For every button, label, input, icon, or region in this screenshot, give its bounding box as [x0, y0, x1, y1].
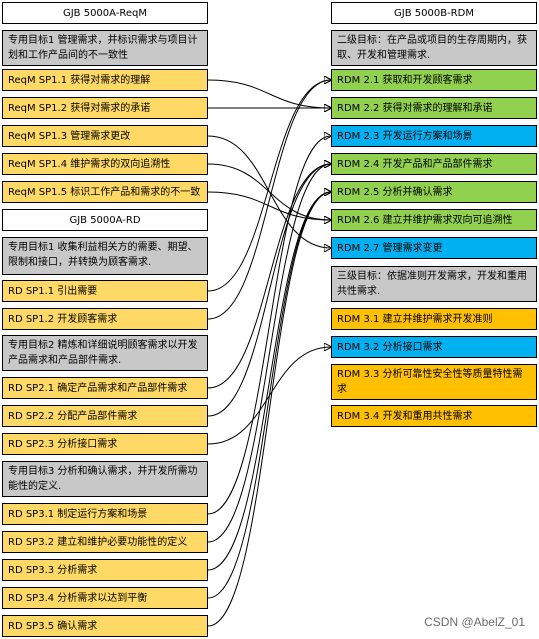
rd-sp32: RD SP3.2 建立和维护必要功能性的定义	[2, 531, 208, 553]
reqm-sp15: ReqM SP1.5 标识工作产品和需求的不一致	[2, 181, 208, 203]
rdm-21: RDM 2.1 获取和开发顾客需求	[331, 69, 537, 91]
reqm-sp11: ReqM SP1.1 获得对需求的理解	[2, 69, 208, 91]
rdm-33: RDM 3.3 分析可靠性安全性等质量特性需求	[331, 364, 537, 400]
header-rd: GJB 5000A-RD	[2, 209, 208, 231]
rd-sp23: RD SP2.3 分析接口需求	[2, 433, 208, 455]
connector-group	[207, 79, 331, 627]
rdm-32: RDM 3.2 分析接口需求	[331, 336, 537, 358]
connector-reqm-sp15-to-rdm-26	[207, 191, 331, 220]
connector-rd-sp32-to-rdm-24	[207, 164, 331, 543]
rdm-24: RDM 2.4 开发产品和产品部件需求	[331, 153, 537, 175]
connector-rd-sp22-to-rdm-24	[207, 164, 331, 417]
rdm-31: RDM 3.1 建立并维护需求开发准则	[331, 308, 537, 330]
header-reqm: GJB 5000A-ReqM	[2, 2, 208, 24]
reqm-sp12: ReqM SP1.2 获得对需求的承诺	[2, 97, 208, 119]
rd-sp31: RD SP3.1 制定运行方案和场景	[2, 503, 208, 525]
rdm-level3-goal: 三级目标：依据准则开发需求，开发和重用共性需求.	[331, 266, 537, 302]
connector-rd-sp34-to-rdm-25	[207, 192, 331, 599]
reqm-goal1: 专用目标1 管理需求，并标识需求与项目计划和工作产品间的不一致性	[2, 30, 208, 66]
rd-sp33: RD SP3.3 分析需求	[2, 559, 208, 581]
connector-reqm-sp11-to-rdm-22	[207, 79, 331, 108]
rd-sp21: RD SP2.1 确定产品需求和产品部件需求	[2, 377, 208, 399]
rd-sp12: RD SP1.2 开发顾客需求	[2, 308, 208, 330]
header-rdm: GJB 5000B-RDM	[331, 2, 537, 24]
connector-rd-sp35-to-rdm-25	[207, 192, 331, 627]
rdm-22: RDM 2.2 获得对需求的理解和承诺	[331, 97, 537, 119]
connector-reqm-sp14-to-rdm-26	[207, 163, 331, 220]
rd-goal1: 专用目标1 收集利益相关方的需要、期望、限制和接口，并转换为顾客需求.	[2, 237, 208, 275]
connector-rd-sp21-to-rdm-24	[207, 164, 331, 389]
reqm-sp13: ReqM SP1.3 管理需求更改	[2, 125, 208, 147]
header-reqm-label: GJB 5000A-ReqM	[62, 7, 148, 19]
rd-goal3: 专用目标3 分析和确认需求，并开发所需功能性的定义.	[2, 461, 208, 497]
rdm-26: RDM 2.6 建立并维护需求双向可追溯性	[331, 209, 537, 231]
rdm-34: RDM 3.4 开发和重用共性需求	[331, 405, 537, 427]
connector-rd-sp12-to-rdm-21	[207, 80, 331, 320]
connector-rd-sp31-to-rdm-23	[207, 136, 331, 515]
rd-sp22: RD SP2.2 分配产品部件需求	[2, 405, 208, 427]
rd-sp34: RD SP3.4 分析需求以达到平衡	[2, 587, 208, 609]
rdm-23: RDM 2.3 开发运行方案和场景	[331, 125, 537, 147]
watermark: CSDN @AbelZ_01	[424, 615, 525, 629]
rdm-level2-goal: 二级目标：在产品或项目的生存周期内，获取、开发和管理需求.	[331, 30, 537, 66]
reqm-sp14: ReqM SP1.4 维护需求的双向追溯性	[2, 153, 208, 175]
connector-rd-sp11-to-rdm-21	[207, 80, 331, 292]
rd-goal2: 专用目标2 精炼和详细说明顾客需求以开发产品需求和产品部件需求.	[2, 335, 208, 371]
rdm-25: RDM 2.5 分析并确认需求	[331, 181, 537, 203]
rdm-27: RDM 2.7 管理需求变更	[331, 237, 537, 259]
rd-sp35: RD SP3.5 确认需求	[2, 615, 208, 637]
rd-sp11: RD SP1.1 引出需要	[2, 280, 208, 302]
connector-rd-sp33-to-rdm-25	[207, 192, 331, 571]
